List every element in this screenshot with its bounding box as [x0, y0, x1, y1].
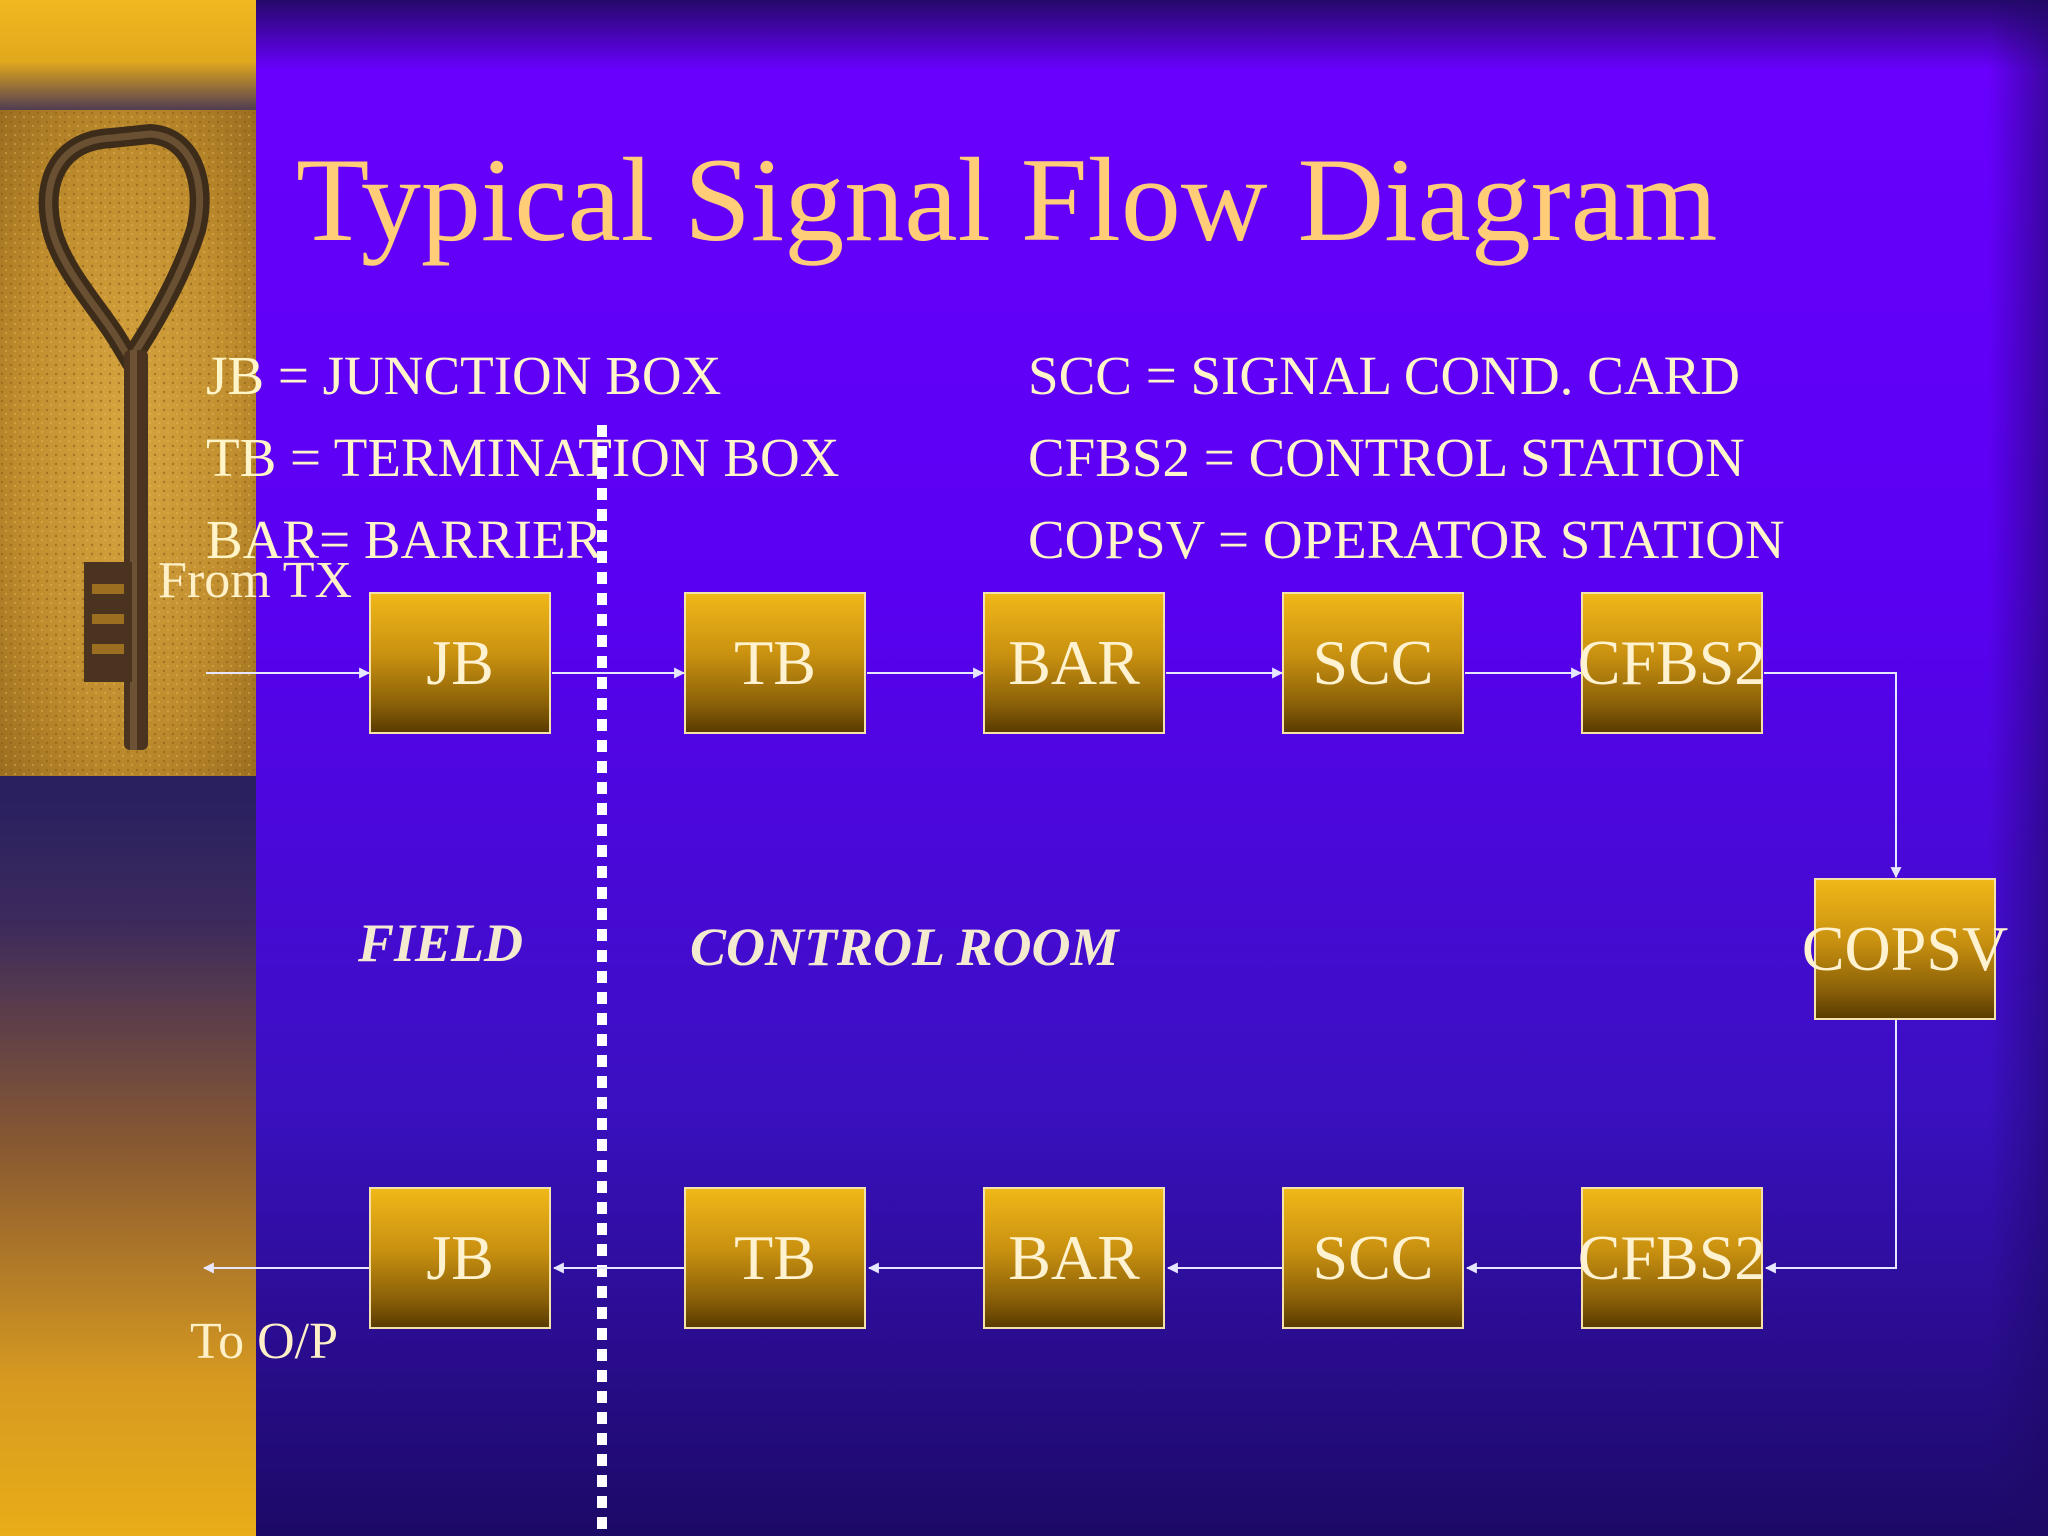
zone-label-field: FIELD — [358, 913, 524, 973]
node-label: TB — [734, 627, 816, 698]
node-label: BAR — [1008, 1222, 1140, 1293]
bottom-node-tb: TB — [684, 1187, 866, 1329]
node-label: BAR — [1008, 627, 1140, 698]
arrow-cfbs2-copsv — [1764, 672, 1902, 879]
node-label: TB — [734, 1222, 816, 1293]
top-node-jb: JB — [369, 592, 551, 734]
top-node-tb: TB — [684, 592, 866, 734]
top-node-bar: BAR — [983, 592, 1165, 734]
node-label: JB — [426, 1222, 494, 1293]
node-label: SCC — [1312, 1222, 1434, 1293]
legend-copsv: COPSV = OPERATOR STATION — [1028, 509, 1785, 570]
top-node-cfbs2: CFBS2 — [1578, 592, 1766, 734]
arrow-copsv-cfbs2 — [1764, 1020, 1897, 1274]
bottom-node-bar: BAR — [983, 1187, 1165, 1329]
legend-cfbs2: CFBS2 = CONTROL STATION — [1028, 427, 1745, 488]
output-label: To O/P — [190, 1313, 339, 1370]
legend-scc: SCC = SIGNAL COND. CARD — [1028, 345, 1740, 406]
key-image — [0, 110, 256, 776]
slide-title: Typical Signal Flow Diagram — [296, 133, 1718, 266]
node-label: CFBS2 — [1577, 1222, 1767, 1293]
bottom-node-jb: JB — [369, 1187, 551, 1329]
bottom-node-cfbs2: CFBS2 — [1578, 1187, 1766, 1329]
zone-label-control-room: CONTROL ROOM — [690, 917, 1119, 977]
legend-tb: TB = TERMINATION BOX — [206, 427, 840, 488]
input-label: From TX — [158, 552, 353, 609]
legend-jb: JB = JUNCTION BOX — [206, 345, 722, 406]
node-label: SCC — [1312, 627, 1434, 698]
top-shade — [256, 0, 2048, 70]
node-label: CFBS2 — [1577, 627, 1767, 698]
node-label: JB — [426, 627, 494, 698]
bottom-node-scc: SCC — [1282, 1187, 1464, 1329]
node-label: COPSV — [1801, 913, 2009, 984]
right-shade — [1988, 0, 2048, 1536]
top-node-scc: SCC — [1282, 592, 1464, 734]
legend-bar: BAR= BARRIER — [206, 509, 603, 570]
node-copsv: COPSV — [1802, 878, 2008, 1020]
